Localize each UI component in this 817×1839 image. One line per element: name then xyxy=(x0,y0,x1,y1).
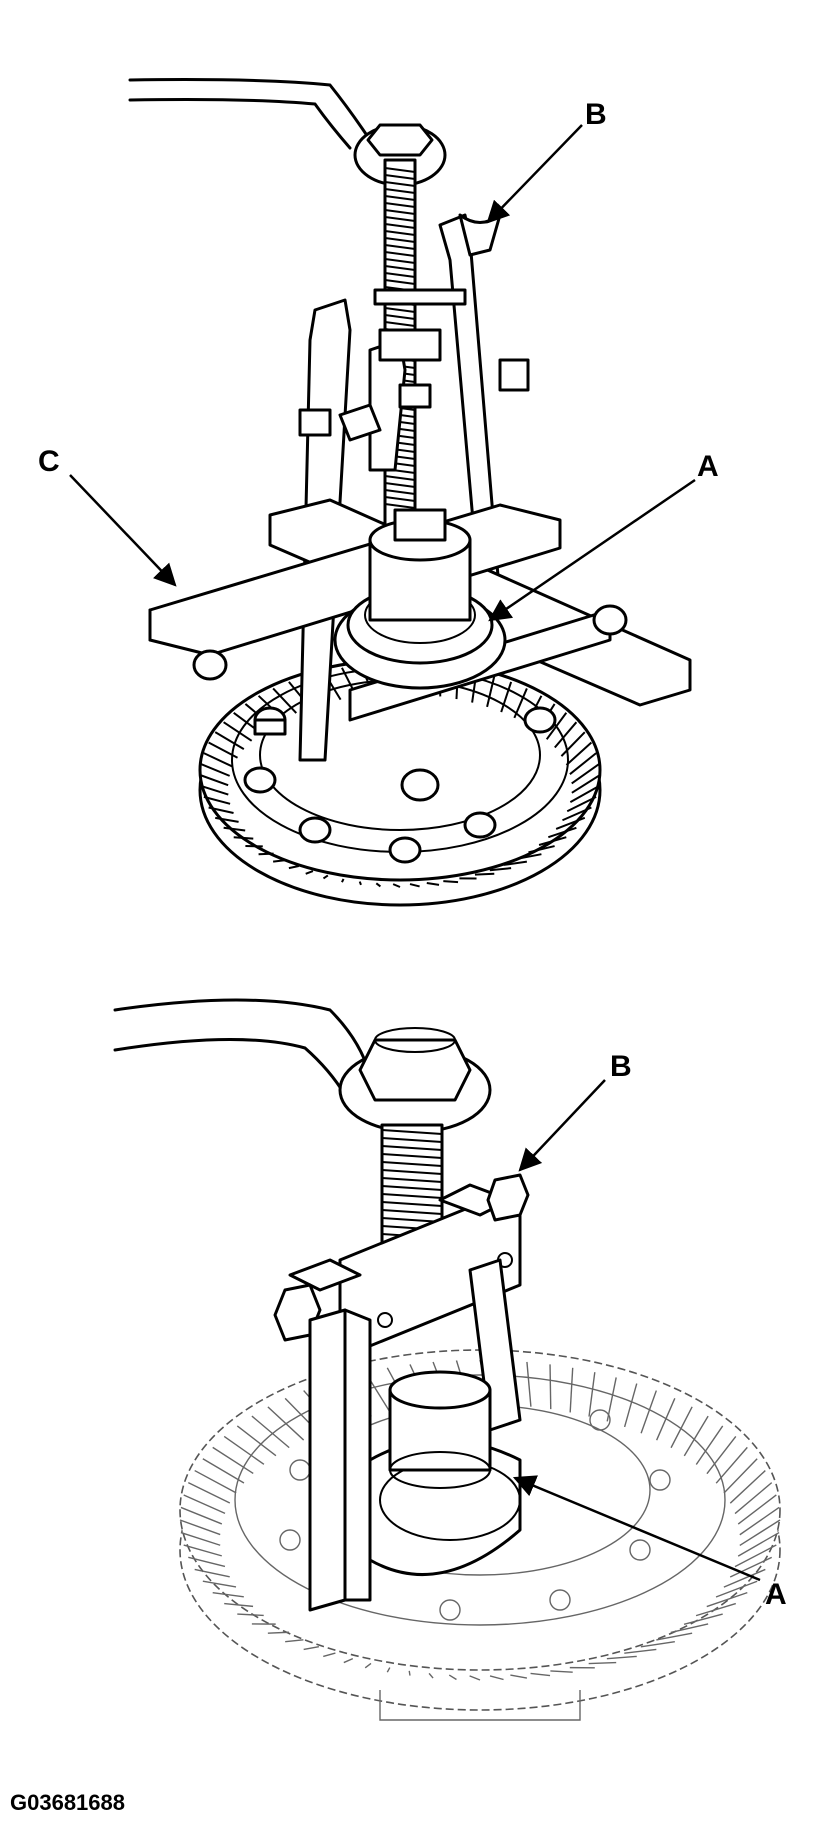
arrow-bottom-b xyxy=(518,1079,606,1172)
bottom-illustration xyxy=(113,998,781,1721)
callout-top-c: C xyxy=(38,445,60,478)
callout-top-a: A xyxy=(697,450,719,483)
bottom-puller-body xyxy=(273,1173,530,1612)
bottom-bearing-a xyxy=(368,1370,522,1577)
callout-top-b: B xyxy=(585,98,607,131)
arrow-bottom-a xyxy=(512,1475,761,1582)
top-bearing-a xyxy=(333,508,507,690)
arrow-top-b xyxy=(486,124,583,224)
arrow-top-c xyxy=(69,474,177,587)
callout-bottom-a: A xyxy=(765,1578,787,1611)
arrow-top-a xyxy=(488,478,696,622)
figure-id: G03681688 xyxy=(10,1790,125,1815)
callout-bottom-b: B xyxy=(610,1050,632,1083)
top-illustration xyxy=(128,78,692,907)
